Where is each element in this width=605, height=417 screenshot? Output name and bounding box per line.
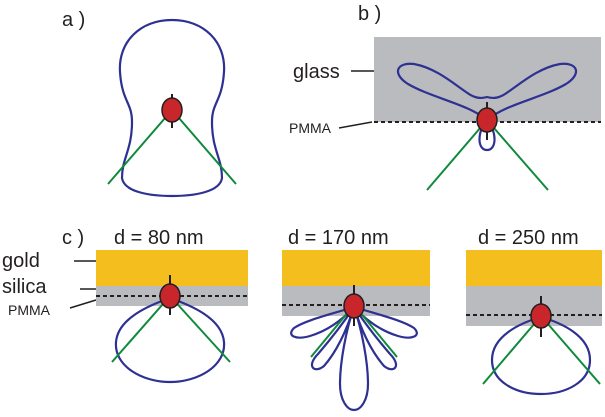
subpanel-d80-dipole bbox=[159, 283, 181, 309]
glass-label: glass bbox=[293, 61, 340, 83]
subpanel-d250-cone-left bbox=[482, 315, 542, 385]
subpanel-d80: d = 80 nm bbox=[96, 227, 248, 384]
subpanel-d80-cone-right bbox=[169, 295, 231, 363]
panel-a-cone-right bbox=[171, 109, 237, 185]
panel-b-cone-right bbox=[486, 119, 549, 191]
panel-a-dipole bbox=[161, 97, 183, 123]
panel-c-pmma-label: PMMA bbox=[8, 302, 51, 318]
panel-b-dipole bbox=[476, 107, 498, 133]
subpanel-d250: d = 250 nm bbox=[466, 227, 602, 396]
subpanel-d250-emission-pattern bbox=[490, 315, 592, 396]
subpanel-d80-emission-pattern bbox=[114, 296, 226, 384]
subpanel-d170: d = 170 nm bbox=[282, 227, 430, 412]
panel-b-label: b ) bbox=[358, 3, 381, 25]
panel-a-emission-pattern bbox=[118, 18, 226, 198]
subpanel-d170-dipole bbox=[343, 293, 365, 319]
subpanel-d170-title: d = 170 nm bbox=[288, 227, 389, 249]
panel-c-label: c ) bbox=[62, 227, 84, 249]
panel-a bbox=[107, 18, 237, 198]
gold-label: gold bbox=[2, 250, 40, 272]
subpanel-d80-gold-layer bbox=[96, 250, 248, 286]
panel-b: glass PMMA bbox=[289, 37, 601, 191]
subpanel-d250-title: d = 250 nm bbox=[478, 227, 579, 249]
subpanel-d170-gold-layer bbox=[282, 250, 430, 286]
panel-b-pmma-leader-line bbox=[338, 121, 373, 129]
panel-b-cone-left bbox=[426, 119, 488, 191]
subpanel-d80-cone-left bbox=[111, 295, 171, 363]
panel-a-label: a ) bbox=[62, 9, 85, 31]
panel-b-pmma-label: PMMA bbox=[289, 120, 332, 136]
subpanel-d250-cone-right bbox=[540, 315, 601, 385]
subpanel-d80-title: d = 80 nm bbox=[114, 227, 204, 249]
panel-c-pmma-leader-line bbox=[69, 299, 97, 309]
panel-a-cone-left bbox=[107, 109, 173, 185]
subpanel-d250-dipole bbox=[530, 303, 552, 329]
silica-label: silica bbox=[2, 276, 47, 298]
subpanel-d250-gold-layer bbox=[466, 250, 602, 286]
